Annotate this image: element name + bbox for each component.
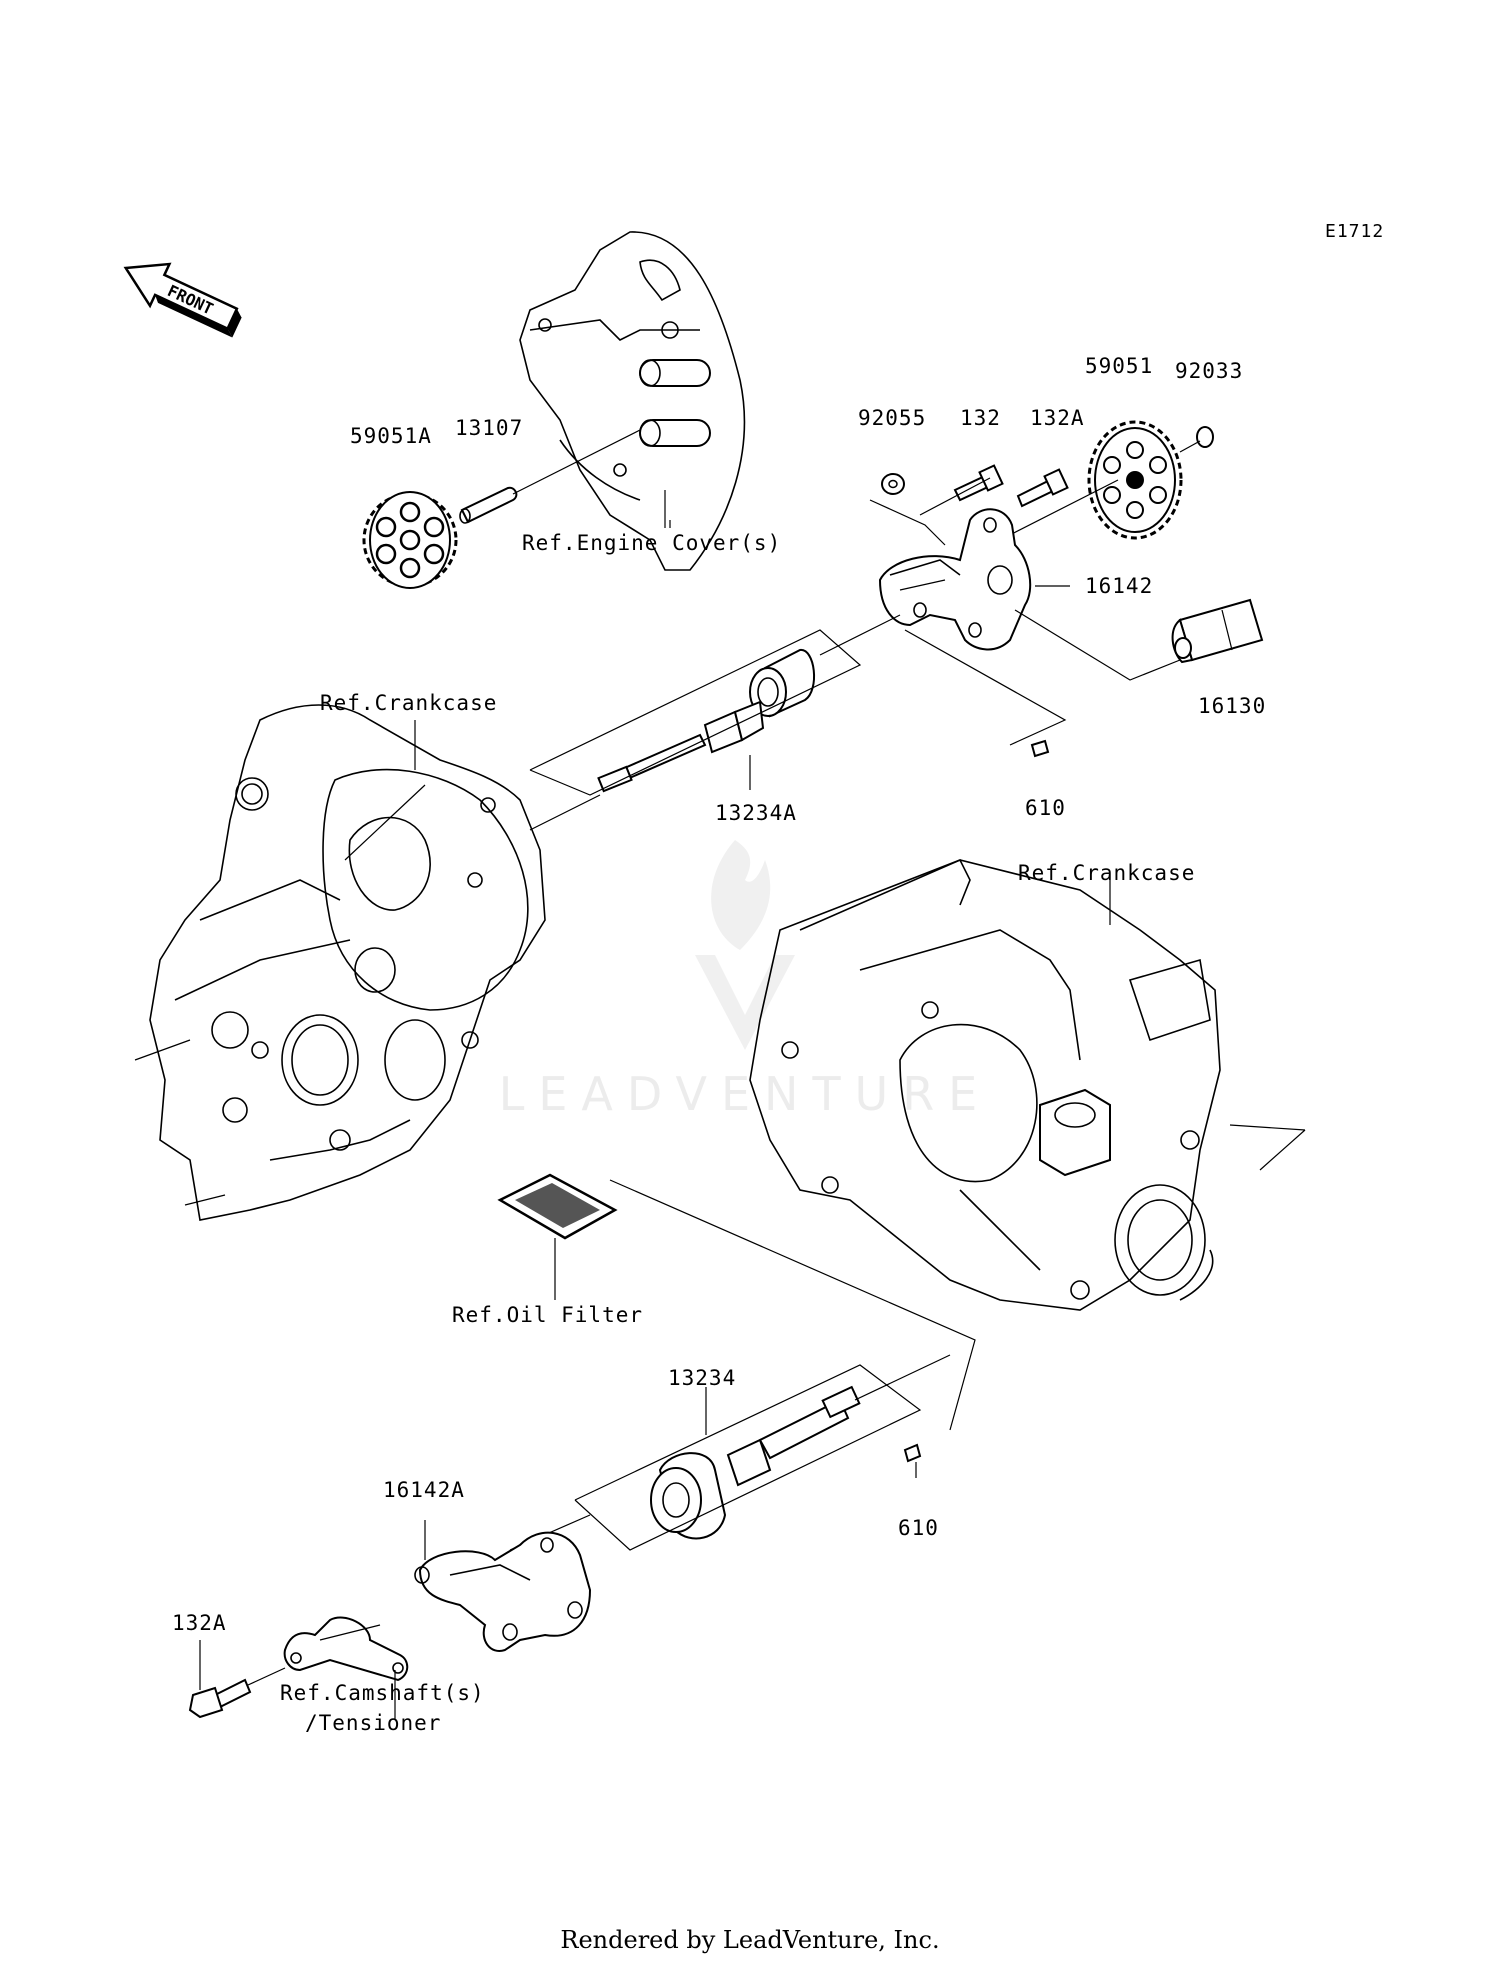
part-label-13234[interactable]: 13234 [668,1366,736,1390]
ref-tensioner: /Tensioner [305,1711,441,1735]
oil-pump-cover-16142A-icon [414,1531,592,1652]
pin-13107-icon [459,429,641,524]
rotor-shaft-13234-icon [650,1385,861,1540]
part-label-610-top[interactable]: 610 [1025,796,1066,820]
pin-610-bottom-icon [903,1443,922,1478]
bolt-132A-top-icon [1016,468,1069,508]
leader-lines-shaft-top [529,614,1067,831]
part-label-92033[interactable]: 92033 [1175,359,1243,383]
leader-16130 [1014,609,1181,681]
part-label-13107[interactable]: 13107 [455,416,523,440]
ref-crankcase-right: Ref.Crankcase [1018,861,1195,885]
part-label-13234A[interactable]: 13234A [715,801,797,825]
ref-oil-filter: Ref.Oil Filter [452,1303,643,1327]
crankcase-right-drawing [749,858,1306,1311]
part-label-132[interactable]: 132 [960,406,1001,430]
part-label-16142A[interactable]: 16142A [383,1478,465,1502]
oil-filter-icon [497,1173,976,1431]
part-label-92055[interactable]: 92055 [858,406,926,430]
gear-59051A-icon [362,491,458,589]
part-label-16130[interactable]: 16130 [1198,694,1266,718]
bolt-132-icon [953,464,1004,502]
ref-camshaft: Ref.Camshaft(s) [280,1681,485,1705]
relief-valve-16130-icon [1171,598,1264,664]
washer-92055-icon [881,473,905,495]
footer-credit: Rendered by LeadVenture, Inc. [560,1926,939,1954]
oil-pump-body-16142-icon [878,508,1032,651]
front-arrow-icon: FRONT [123,262,242,338]
leadventure-watermark: LEADVENTURE [499,840,992,1121]
pin-610-top-icon [1030,739,1050,758]
diagram-code: E1712 [1325,221,1384,242]
part-label-59051A[interactable]: 59051A [350,424,432,448]
engine-cover-drawing [519,231,746,571]
part-label-610-bottom[interactable]: 610 [898,1516,939,1540]
part-label-132A-top[interactable]: 132A [1030,406,1085,430]
part-label-59051[interactable]: 59051 [1085,354,1153,378]
crankcase-left-drawing [134,704,546,1221]
gear-59051-icon [1087,420,1183,540]
part-label-16142[interactable]: 16142 [1085,574,1153,598]
ref-engine-cover: Ref.Engine Cover(s) [522,531,781,555]
bolt-132A-bottom-icon [188,1640,286,1719]
rotor-shaft-13234A-icon [597,649,816,793]
ref-crankcase-left: Ref.Crankcase [320,691,497,715]
camshaft-tensioner-plate-icon [283,1616,409,1720]
part-label-132A-bottom[interactable]: 132A [172,1611,227,1635]
circlip-92033-icon [1179,426,1214,453]
watermark-text: LEADVENTURE [499,1067,992,1121]
